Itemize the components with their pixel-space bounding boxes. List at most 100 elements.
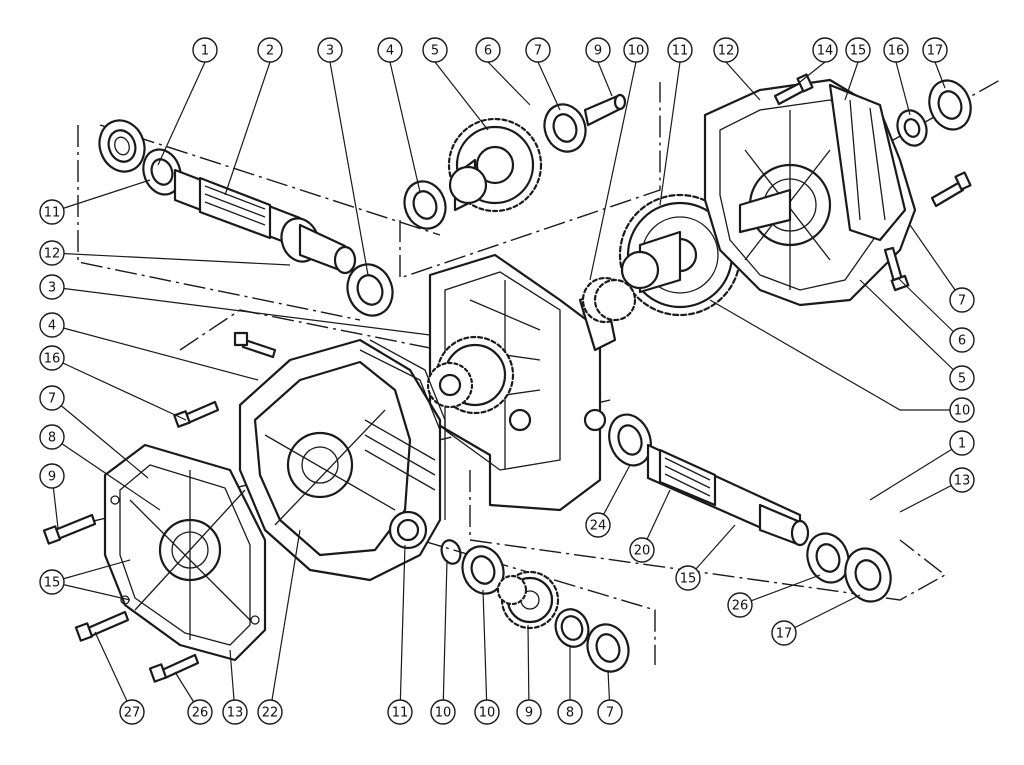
- callout-circle: [629, 537, 655, 563]
- callout-4: 4: [377, 37, 403, 63]
- callout-circle: [222, 699, 248, 725]
- callout-circle: [474, 699, 500, 725]
- bolts-left: [42, 331, 277, 683]
- callout-9: 9: [585, 37, 611, 63]
- callout-number: 9: [525, 706, 533, 721]
- bearing-26: [806, 532, 850, 584]
- callout-number: 1: [958, 437, 966, 452]
- callout-number: 7: [606, 706, 614, 721]
- callout-24: 24: [585, 512, 611, 538]
- callout-number: 9: [594, 44, 602, 59]
- bolt-top-center: [233, 331, 277, 359]
- callout-number: 8: [566, 706, 574, 721]
- bolt-9: [42, 513, 97, 545]
- callout-17: 17: [771, 620, 797, 646]
- callout-number: 10: [479, 706, 496, 721]
- callout-5: 5: [422, 37, 448, 63]
- callout-7: 7: [597, 699, 623, 725]
- bearing-17-top: [928, 79, 972, 131]
- callout-15: 15: [675, 565, 701, 591]
- callout-16: 16: [39, 345, 65, 371]
- callout-6: 6: [475, 37, 501, 63]
- callout-number: 7: [534, 44, 542, 59]
- callout-circle: [949, 467, 975, 493]
- output-shaft: [646, 443, 810, 547]
- bearing-7-lower: [586, 623, 630, 673]
- callout-5: 5: [949, 365, 975, 391]
- callout-13: 13: [949, 467, 975, 493]
- callout-circle: [119, 699, 145, 725]
- lower-small-parts: [440, 539, 630, 673]
- callout-circle: [949, 430, 975, 456]
- callout-circle: [623, 37, 649, 63]
- callout-circle: [422, 37, 448, 63]
- callout-circle: [949, 327, 975, 353]
- callout-7: 7: [525, 37, 551, 63]
- callout-11: 11: [667, 37, 693, 63]
- bolt-16: [173, 400, 220, 428]
- bearing-7-top: [543, 103, 587, 153]
- intermediate-housing: [426, 253, 629, 512]
- rear-cover-housing: [703, 78, 917, 307]
- callout-4: 4: [39, 312, 65, 338]
- callout-number: 26: [192, 706, 209, 721]
- bearing-10-lower: [461, 545, 505, 595]
- callout-20: 20: [629, 537, 655, 563]
- callout-14: 14: [812, 37, 838, 63]
- callout-17: 17: [922, 37, 948, 63]
- callout-number: 16: [888, 44, 905, 59]
- countershaft-assembly: [403, 93, 627, 230]
- callout-circle: [39, 312, 65, 338]
- bolt-14: [773, 73, 814, 106]
- callout-circle: [949, 397, 975, 423]
- callout-circle: [257, 37, 283, 63]
- callout-number: 10: [628, 44, 645, 59]
- callout-number: 3: [48, 281, 56, 296]
- bolt-27: [74, 610, 130, 642]
- callout-10: 10: [474, 699, 500, 725]
- callout-circle: [597, 699, 623, 725]
- callout-circle: [187, 699, 213, 725]
- callout-number: 17: [776, 627, 793, 642]
- callout-1: 1: [949, 430, 975, 456]
- callout-number: 12: [718, 44, 735, 59]
- callout-number: 27: [124, 706, 141, 721]
- callout-circle: [257, 699, 283, 725]
- callout-number: 6: [958, 334, 966, 349]
- callout-number: 22: [262, 706, 279, 721]
- callout-number: 10: [435, 706, 452, 721]
- callout-number: 10: [954, 404, 971, 419]
- callout-3: 3: [39, 274, 65, 300]
- callout-12: 12: [713, 37, 739, 63]
- callout-circle: [39, 199, 65, 225]
- callout-circle: [713, 37, 739, 63]
- callout-number: 9: [48, 470, 56, 485]
- main-housing: [238, 338, 446, 582]
- callout-number: 14: [817, 44, 834, 59]
- callout-circle: [39, 240, 65, 266]
- callout-circle: [557, 699, 583, 725]
- callout-number: 20: [634, 544, 651, 559]
- callout-11: 11: [39, 199, 65, 225]
- output-shaft-assembly: [608, 413, 892, 603]
- callout-number: 4: [48, 319, 56, 334]
- front-cover-plate: [103, 443, 267, 662]
- callout-number: 11: [672, 44, 689, 59]
- callout-10: 10: [949, 397, 975, 423]
- bearing-3: [346, 263, 394, 317]
- bearing-16-top: [896, 109, 928, 147]
- callout-number: 15: [850, 44, 867, 59]
- callout-circle: [192, 37, 218, 63]
- callout-number: 15: [44, 576, 61, 591]
- snap-ring-10: [440, 539, 462, 565]
- callout-number: 17: [927, 44, 944, 59]
- callout-circle: [387, 699, 413, 725]
- callout-circle: [949, 365, 975, 391]
- callout-22: 22: [257, 699, 283, 725]
- callout-8: 8: [39, 424, 65, 450]
- callout-27: 27: [119, 699, 145, 725]
- gear-5: [447, 117, 543, 213]
